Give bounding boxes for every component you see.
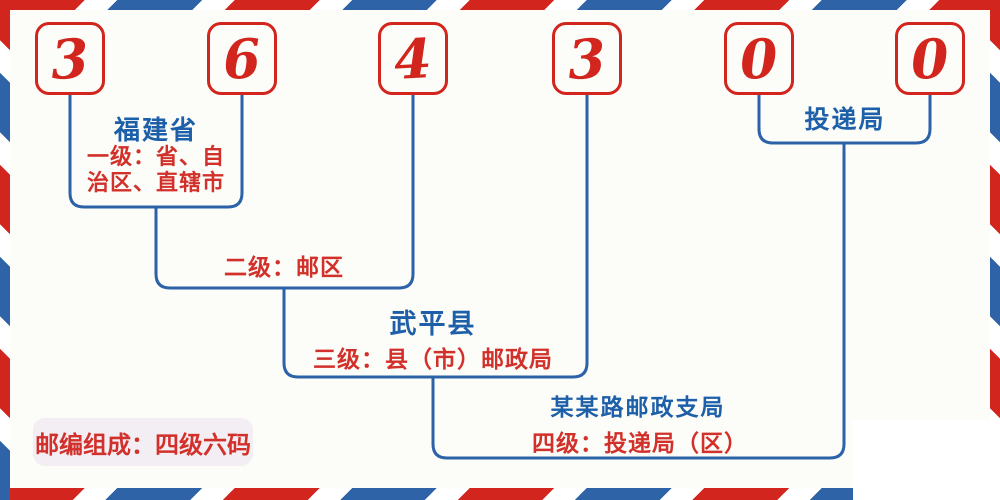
level2-description: 二级：邮区 [224,254,344,280]
digit-box-4: 3 [552,22,622,95]
level1-description: 一级：省、自治区、直辖市 [86,144,225,196]
postal-code-composition-pill: 邮编组成：四级六码 [33,418,253,466]
digit-1: 3 [49,25,91,92]
digit-box-3: 4 [378,22,448,95]
airmail-border-bottom [0,488,1000,500]
digit-box-5: 0 [724,22,794,95]
digit-6: 0 [909,25,951,92]
digit-box-1: 3 [35,22,105,95]
delivery-office-label: 投递局 [804,107,886,134]
bottom-right-white-patch [853,420,1000,500]
digit-4: 3 [566,25,608,92]
level4-branch-name: 某某路邮政支局 [550,395,726,420]
digit-2: 6 [221,25,263,92]
airmail-border-right [990,0,1000,500]
digit-5: 0 [738,25,780,92]
digit-box-2: 6 [207,22,277,95]
level3-description: 三级：县（市）邮政局 [313,346,553,372]
airmail-border-left [0,0,10,500]
airmail-border-top [0,0,1000,10]
level1-province-name: 福建省 [113,116,199,145]
level3-county-name: 武平县 [389,309,477,339]
postal-code-composition-text: 邮编组成：四级六码 [35,432,251,459]
digit-3: 4 [392,25,434,92]
level4-description: 四级：投递局（区） [532,430,748,456]
digit-box-6: 0 [895,22,965,95]
